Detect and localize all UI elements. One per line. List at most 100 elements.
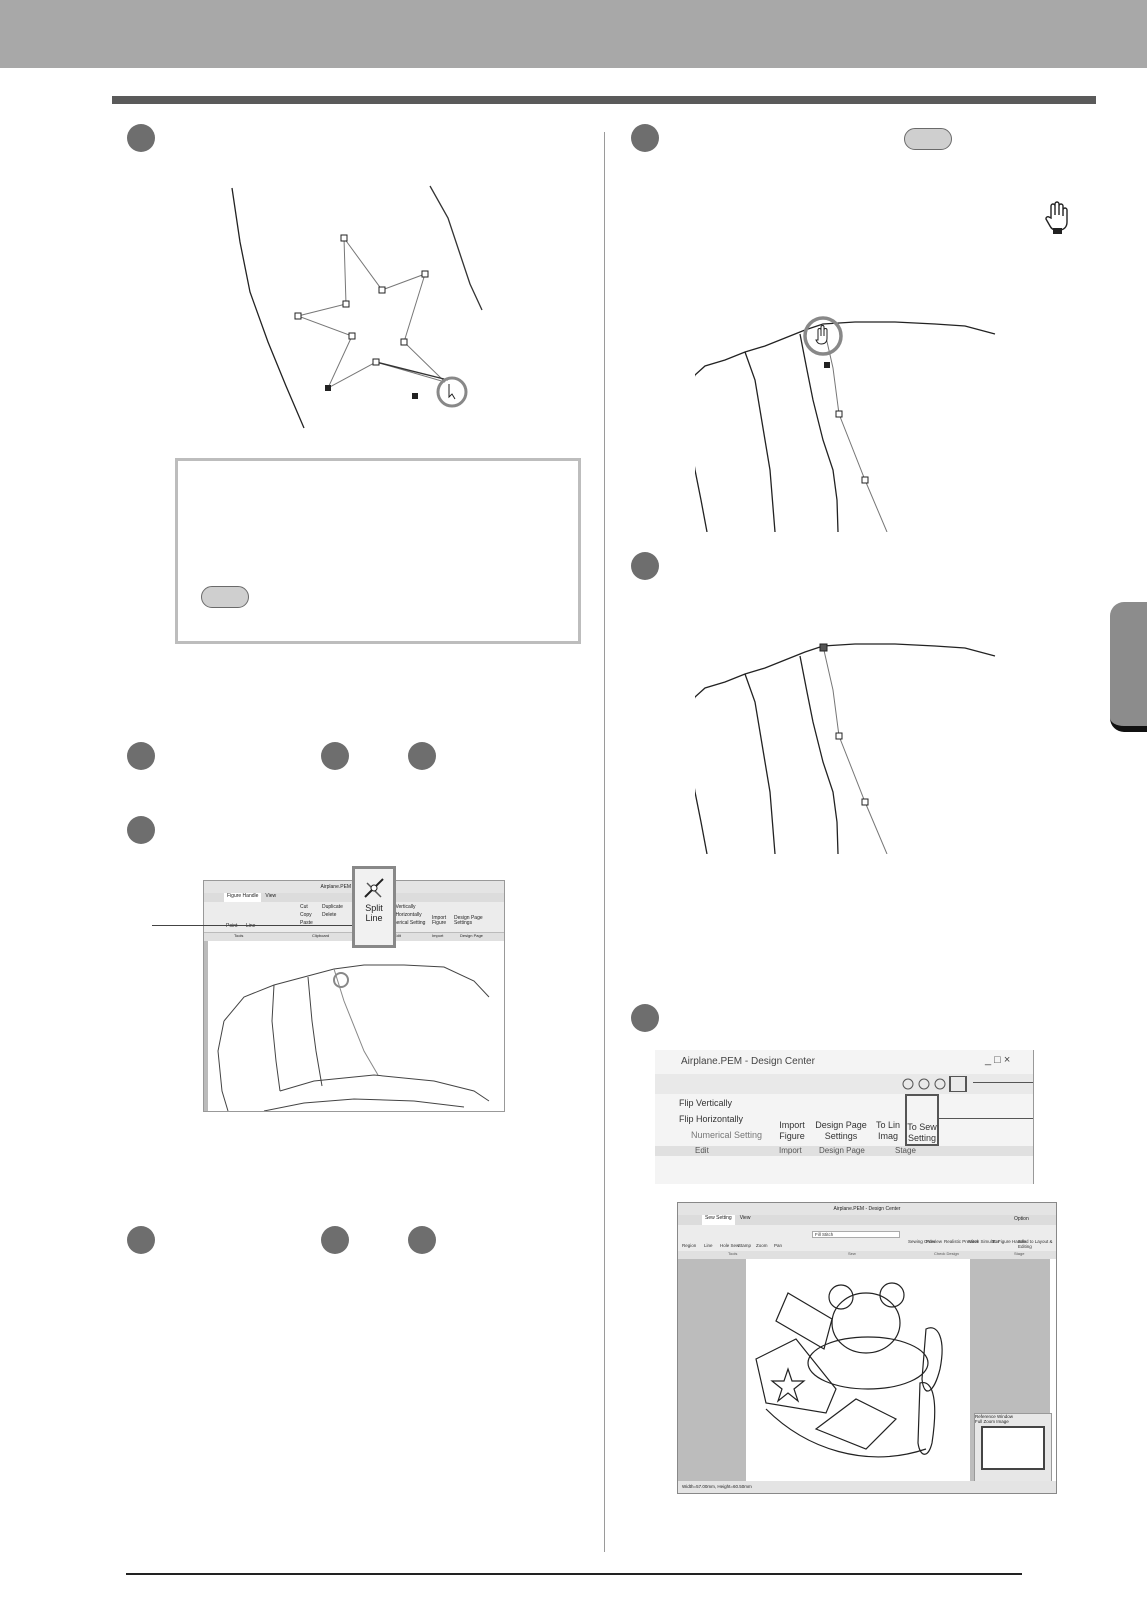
step-marker — [631, 1004, 659, 1032]
split-line-label-2: Line — [365, 913, 383, 923]
column-separator — [604, 132, 605, 1552]
tool-hole-sew[interactable]: Hole Sew — [720, 1243, 740, 1248]
option-label[interactable]: Option — [1014, 1216, 1029, 1222]
to-line-image-button[interactable]: To Lin Imag — [873, 1094, 903, 1146]
menu-flip-horizontal[interactable]: Flip Horizontally — [386, 912, 422, 918]
tool-region[interactable]: Region — [682, 1243, 697, 1248]
design-page-settings-button[interactable]: Design Page Settings — [454, 915, 483, 926]
split-line-label-1: Split — [365, 903, 383, 913]
tab-sew-setting[interactable]: Sew Setting — [702, 1215, 735, 1225]
top-header-band — [0, 0, 1147, 68]
sew-setting-screenshot: Airplane.PEM - Design Center Sew Setting… — [677, 1202, 1057, 1494]
check-realistic-preview[interactable]: Realistic Preview — [944, 1239, 979, 1244]
stitch-type-select[interactable]: Fill Stitch — [812, 1231, 900, 1238]
tool-line[interactable]: Line — [246, 923, 256, 929]
canvas-margin-left — [678, 1259, 746, 1481]
tab-figure-handle[interactable]: Figure Handle — [224, 893, 262, 902]
split-line-icon — [364, 878, 384, 898]
window-title: Airplane.PEM - Design Center — [681, 1056, 815, 1067]
status-bar: Width=57.00mm, Height=60.50mm — [678, 1481, 1056, 1493]
key-badge — [201, 586, 249, 608]
tosew-label-2: Setting — [907, 1133, 937, 1143]
tab-view[interactable]: View — [739, 1215, 751, 1221]
ref-tab-full-zoom[interactable]: Full Zoom — [975, 1419, 996, 1424]
check-sewing-order[interactable]: Sewing Order — [908, 1239, 936, 1244]
import-label-1: Import — [779, 1120, 805, 1130]
flip-horizontally[interactable]: Flip Horizontally — [679, 1114, 744, 1124]
import-figure-button[interactable]: Import Figure — [775, 1094, 809, 1146]
group-clipboard: Clipboard — [312, 933, 330, 938]
group-tools: Tools — [234, 933, 244, 938]
tool-pan[interactable]: Pan — [774, 1243, 783, 1248]
design-page-canvas[interactable] — [746, 1259, 970, 1481]
ref-tab-image[interactable]: Image — [996, 1419, 1009, 1424]
design-label-2: Settings — [824, 1131, 858, 1141]
split-line-button[interactable]: Split Line — [352, 866, 396, 948]
tool-point[interactable]: Point — [226, 923, 238, 929]
outline-split-diagram-after — [695, 643, 996, 854]
menu-duplicate[interactable]: Duplicate — [322, 904, 343, 910]
callout-leader — [973, 1082, 1033, 1083]
group-import: Import — [432, 933, 444, 938]
step-marker — [631, 552, 659, 580]
group-sew: Sew — [848, 1251, 856, 1256]
toline-label-2: Imag — [877, 1131, 898, 1141]
menu-flip-vertical[interactable]: Flip Vertically — [386, 904, 416, 910]
footer-rule — [126, 1573, 1022, 1575]
menu-paste[interactable]: Paste — [300, 920, 313, 926]
reference-thumbnail[interactable] — [981, 1426, 1045, 1470]
hand-cursor-icon — [1045, 201, 1068, 234]
step-marker — [127, 742, 155, 770]
flip-vertically[interactable]: Flip Vertically — [679, 1098, 733, 1108]
star-figure-diagram — [231, 185, 483, 429]
reference-window-title: Reference Window — [975, 1414, 1014, 1419]
flower-stage-icon[interactable] — [900, 1076, 970, 1092]
step-marker — [127, 816, 155, 844]
group-stage: Stage — [1014, 1251, 1025, 1256]
check-preview[interactable]: Preview — [926, 1239, 943, 1244]
step-marker — [631, 124, 659, 152]
stage-ribbon-screenshot: Airplane.PEM - Design Center _ □ × Flip … — [655, 1050, 1034, 1184]
design-canvas[interactable] — [204, 941, 504, 1111]
group-edit: Edit — [394, 933, 401, 938]
stage-to-figure-handle[interactable]: To Figure Handle — [992, 1239, 1027, 1244]
menu-cut[interactable]: Cut — [300, 904, 308, 910]
menu-copy[interactable]: Copy — [300, 912, 312, 918]
tosew-label-1: To Sew — [907, 1122, 937, 1132]
reference-window: Reference Window Full Zoom Image — [974, 1413, 1052, 1483]
step-marker — [127, 124, 155, 152]
group-design-page: Design Page — [819, 1146, 865, 1155]
numerical-setting[interactable]: Numerical Setting — [691, 1130, 763, 1140]
menu-numerical-setting[interactable]: Numerical Setting — [386, 920, 426, 926]
menu-delete[interactable]: Delete — [322, 912, 337, 918]
key-badge — [904, 128, 952, 150]
design-label-1: Design Page — [815, 1120, 867, 1130]
group-import: Import — [779, 1146, 802, 1155]
note-box — [175, 458, 581, 644]
tool-line[interactable]: Line — [704, 1243, 713, 1248]
design-page-settings-button[interactable]: Design Page Settings — [813, 1094, 869, 1146]
header-rule — [112, 96, 1096, 104]
outline-split-diagram-before — [695, 316, 996, 532]
tool-zoom[interactable]: Zoom — [756, 1243, 768, 1248]
check-stitch-simulator[interactable]: Stitch Simulator — [968, 1239, 1000, 1244]
step-marker — [321, 742, 349, 770]
stage-send-to-layout[interactable]: Send to Layout & Editing — [1018, 1239, 1053, 1249]
import-label-2: Figure — [779, 1131, 805, 1141]
group-stage: Stage — [895, 1146, 916, 1155]
toline-label-1: To Lin — [875, 1120, 901, 1130]
step-marker — [408, 1226, 436, 1254]
group-design-page: Design Page — [460, 933, 483, 938]
step-marker — [321, 1226, 349, 1254]
group-tools: Tools — [728, 1251, 738, 1256]
callout-leader — [152, 925, 355, 926]
group-edit: Edit — [695, 1146, 709, 1155]
tool-stamp[interactable]: Stamp — [738, 1243, 752, 1248]
window-controls[interactable]: _ □ × — [985, 1054, 1011, 1066]
group-check-design: Check Design — [934, 1251, 959, 1256]
import-figure-button[interactable]: Import Figure — [432, 915, 447, 926]
step-marker — [408, 742, 436, 770]
to-sew-setting-button[interactable]: To Sew Setting — [905, 1094, 939, 1146]
tab-view[interactable]: View — [265, 893, 277, 899]
chapter-thumb-tab — [1110, 602, 1147, 732]
